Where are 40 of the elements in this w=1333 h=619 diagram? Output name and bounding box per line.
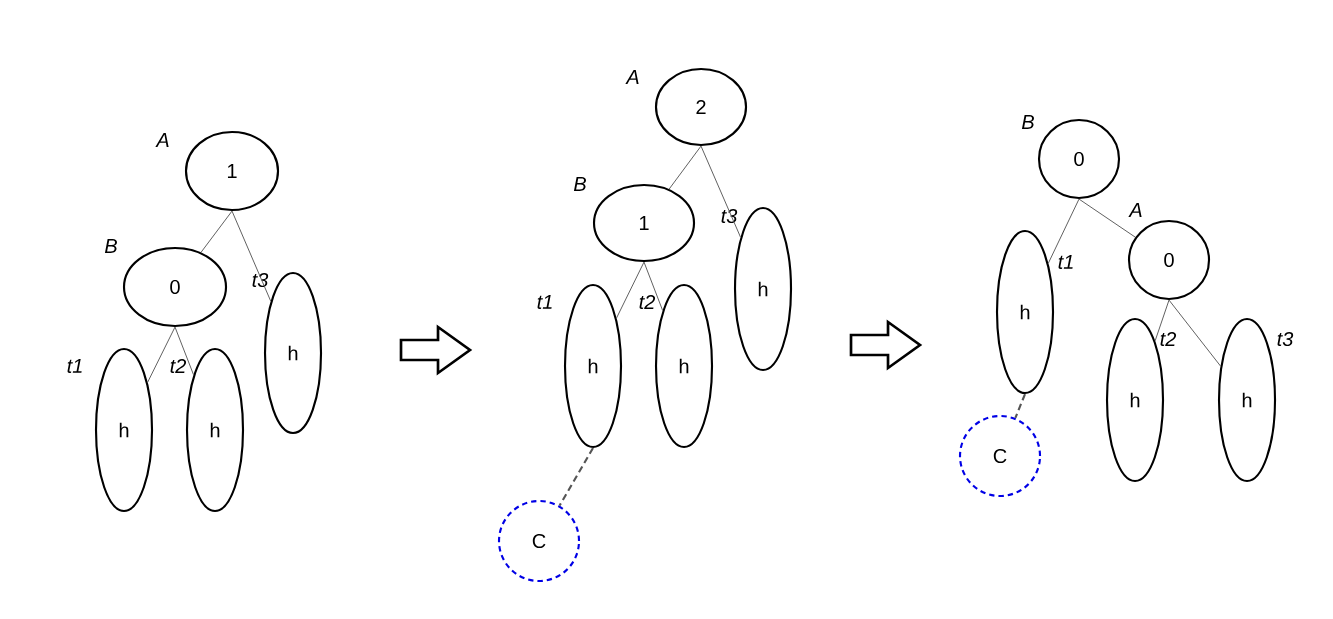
- tree-node: h: [563, 283, 623, 449]
- dashed-circle-node: C: [497, 499, 581, 583]
- tree-edge: [231, 210, 272, 302]
- node-label: t1: [67, 359, 82, 373]
- tree-edge: [668, 145, 702, 190]
- tree-edge: [643, 261, 664, 311]
- tree-edge: [616, 261, 645, 319]
- tree-edge: [1154, 299, 1170, 342]
- node-label: t1: [1058, 255, 1073, 269]
- tree-edge: [1168, 299, 1221, 367]
- tree-edge: [1078, 198, 1136, 238]
- tree-node: 1: [184, 130, 280, 212]
- node-label: A: [625, 70, 639, 84]
- tree-edge: [147, 326, 176, 383]
- dashed-circle-node: C: [958, 414, 1042, 498]
- tree-node: h: [654, 283, 714, 449]
- tree-node: 2: [654, 67, 748, 147]
- node-label: B: [1021, 115, 1034, 129]
- node-label: t3: [1277, 331, 1294, 347]
- node-label: B: [104, 239, 117, 253]
- node-label: t2: [170, 358, 187, 374]
- tree-edge: [1047, 198, 1080, 264]
- node-label: t1: [537, 295, 552, 309]
- tree-node: 0: [1037, 118, 1121, 200]
- node-label: A: [155, 133, 169, 147]
- node-label: A: [1128, 203, 1142, 217]
- dashed-line: [1014, 393, 1026, 419]
- tree-node: h: [94, 347, 154, 513]
- tree-node: 1: [592, 183, 696, 263]
- tree-node: 0: [1127, 219, 1211, 301]
- tree-node: h: [995, 229, 1055, 395]
- tree-node: h: [1217, 317, 1277, 483]
- tree-edge: [200, 210, 233, 253]
- tree-node: 0: [122, 246, 228, 328]
- dashed-line: [558, 447, 594, 507]
- tree-node: h: [185, 347, 245, 513]
- node-label: t2: [639, 294, 656, 310]
- tree-edge: [700, 145, 741, 238]
- tree-edge: [174, 326, 194, 376]
- node-label: B: [573, 177, 586, 191]
